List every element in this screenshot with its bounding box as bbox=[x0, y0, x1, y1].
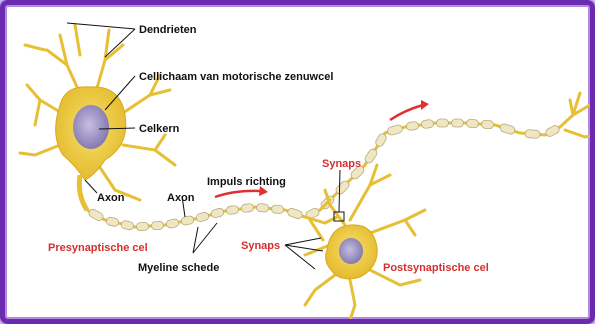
presynaptic-nucleus bbox=[73, 105, 109, 149]
impulse-arrow-mid bbox=[215, 191, 260, 197]
myelin-segment bbox=[421, 119, 434, 129]
myelin-segment bbox=[121, 220, 135, 231]
myelin-segment bbox=[271, 205, 284, 214]
myelin-segment bbox=[387, 124, 404, 136]
myelin-segment bbox=[136, 222, 149, 231]
arrowhead-top bbox=[421, 100, 429, 110]
myelin-segment bbox=[499, 123, 516, 135]
axon-terminal-right bbox=[560, 93, 595, 137]
myelin-segment bbox=[437, 119, 449, 127]
myelin-segment bbox=[466, 119, 479, 128]
myelin-segment bbox=[181, 215, 195, 225]
myelin-segment bbox=[452, 119, 464, 127]
myelin-segment bbox=[287, 207, 304, 220]
label-dendrieten: Dendrieten bbox=[139, 24, 197, 36]
myelin-segment bbox=[406, 121, 419, 131]
myelin-sheath bbox=[87, 119, 561, 231]
myelin-segment bbox=[544, 124, 560, 138]
label-presynaptische-cel: Presynaptische cel bbox=[48, 242, 148, 254]
label-axon-mid: Axon bbox=[167, 192, 195, 204]
myelin-segment bbox=[226, 205, 239, 215]
myelin-segment bbox=[525, 129, 541, 138]
impulse-arrow-top bbox=[390, 105, 423, 120]
axon-core bbox=[87, 123, 560, 227]
myelin-segment bbox=[151, 221, 164, 230]
label-cellichaam: Cellichaam van motorische zenuwcel bbox=[139, 71, 333, 83]
myelin-segment bbox=[481, 120, 494, 129]
label-myeline-schede: Myeline schede bbox=[138, 262, 219, 274]
myelin-segment bbox=[166, 218, 180, 228]
myelin-segment bbox=[210, 208, 224, 219]
label-postsynaptische-cel: Postsynaptische cel bbox=[383, 262, 489, 274]
postsynaptic-cell-body bbox=[326, 225, 378, 279]
label-celkern: Celkern bbox=[139, 123, 180, 135]
label-synaps-top: Synaps bbox=[322, 158, 361, 170]
myelin-segment bbox=[256, 203, 269, 212]
myelin-segment bbox=[195, 212, 209, 223]
label-impuls-richting: Impuls richting bbox=[207, 176, 286, 188]
label-axon-left: Axon bbox=[97, 192, 125, 204]
neuron-diagram: Dendrieten Cellichaam van motorische zen… bbox=[5, 5, 595, 324]
myelin-segment bbox=[88, 208, 105, 222]
myelin-segment bbox=[106, 216, 120, 227]
label-synaps-left: Synaps bbox=[241, 240, 280, 252]
myelin-segment bbox=[241, 203, 254, 213]
postsynaptic-nucleus bbox=[339, 238, 363, 264]
presynaptic-cell-body bbox=[56, 87, 126, 180]
